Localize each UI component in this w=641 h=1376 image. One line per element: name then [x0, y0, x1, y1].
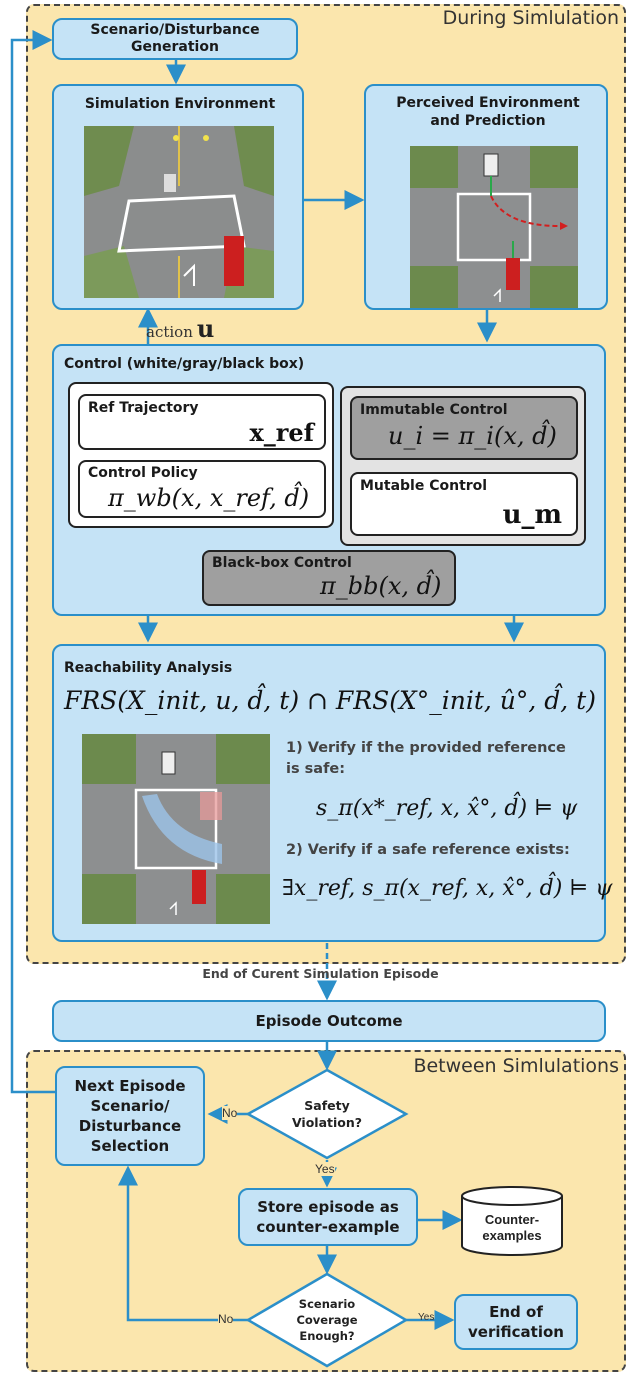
coverage-no-arrow [118, 1165, 248, 1322]
store-counter-example-node: Store episode as counter-example [238, 1188, 418, 1246]
control-policy-node: Control Policy π_wb(x, x_ref, d̂) [78, 460, 326, 518]
reachability-title: Reachability Analysis [64, 660, 233, 676]
action-text: action [146, 323, 193, 341]
verify-reference-safe-text: 1) Verify if the provided reference is s… [286, 740, 566, 777]
coverage-no-label: No [218, 1312, 234, 1326]
immutable-control-label: Immutable Control [360, 402, 508, 418]
loop-back-arrow [10, 30, 55, 1094]
ref-trajectory-math-text: x_ref [249, 418, 314, 447]
verify-reference-safe-math: s_π(x*_ref, x, x̂°, d̂) ⊨ ψ [316, 796, 578, 821]
episode-outcome-node: Episode Outcome [52, 1000, 606, 1042]
perceived-scene-image [410, 146, 578, 308]
blackbox-control-math: π_bb(x, d̂) [320, 572, 442, 600]
action-symbol: u [196, 314, 215, 343]
safety-violation-diamond [245, 1068, 409, 1160]
ref-trajectory-node: Ref Trajectory x_ref [78, 394, 326, 450]
mutable-control-node: Mutable Control u_m [350, 472, 578, 536]
verify-reference-exists-text: 2) Verify if a safe reference exists: [286, 842, 570, 858]
perceived-environment-node: Perceived Environment and Prediction [364, 84, 608, 310]
scenario-coverage-label: Scenario Coverage Enough? [296, 1297, 358, 1343]
during-simulation-title: During Simlulation [442, 7, 619, 29]
next-episode-selection-node: Next Episode Scenario/ Disturbance Selec… [55, 1066, 205, 1166]
safety-yes-label: Yes [315, 1162, 335, 1176]
counter-examples-label: Counter- examples [482, 1212, 542, 1243]
end-episode-label: End of Curent Simulation Episode [202, 966, 439, 981]
ref-trajectory-label: Ref Trajectory [88, 400, 199, 416]
scenario-generation-node: Scenario/Disturbance Generation [52, 18, 298, 60]
simulation-environment-title: Simulation Environment [84, 96, 276, 112]
mutable-control-math: u_m [503, 500, 562, 530]
simulation-environment-node: Simulation Environment [52, 84, 304, 310]
action-label: action u [146, 314, 214, 343]
reachability-formula: FRS(X_init, u, d̂, t) ∩ FRS(X°_init, û°,… [64, 686, 596, 715]
safety-no-label: No [222, 1106, 238, 1120]
reachability-scene-image [82, 734, 270, 924]
control-policy-label: Control Policy [88, 465, 198, 481]
control-title: Control (white/gray/black box) [64, 356, 305, 372]
end-of-verification-node: End of verification [454, 1294, 578, 1350]
coverage-yes-label: Yes [418, 1312, 435, 1323]
blackbox-control-label: Black-box Control [212, 555, 352, 571]
ref-trajectory-math: x_ref [249, 418, 314, 447]
scenario-coverage-diamond [245, 1272, 409, 1368]
counter-examples-database [461, 1186, 563, 1256]
between-simulations-title: Between Simlulations [413, 1055, 619, 1077]
white-box-control-group: Ref Trajectory x_ref Control Policy π_wb… [68, 382, 334, 528]
gray-box-control-group: Immutable Control u_i = π_i(x, d̂) Mutab… [340, 386, 586, 546]
reachability-analysis-node: Reachability Analysis FRS(X_init, u, d̂,… [52, 644, 612, 942]
blackbox-control-node: Black-box Control π_bb(x, d̂) [202, 550, 456, 606]
control-node: Control (white/gray/black box) Ref Traje… [52, 344, 606, 616]
immutable-control-math: u_i = π_i(x, d̂) [388, 422, 557, 450]
mutable-control-math-text: u_m [502, 500, 562, 530]
control-policy-math: π_wb(x, x_ref, d̂) [108, 484, 310, 512]
immutable-control-node: Immutable Control u_i = π_i(x, d̂) [350, 396, 578, 460]
mutable-control-label: Mutable Control [360, 478, 488, 494]
verify-reference-exists-math: ∃x_ref, s_π(x_ref, x, x̂°, d̂) ⊨ ψ [282, 876, 613, 901]
simulation-scene-image [84, 126, 274, 298]
safety-violation-label: Safety Violation? [291, 1098, 363, 1130]
perceived-environment-title: Perceived Environment and Prediction [396, 95, 580, 129]
